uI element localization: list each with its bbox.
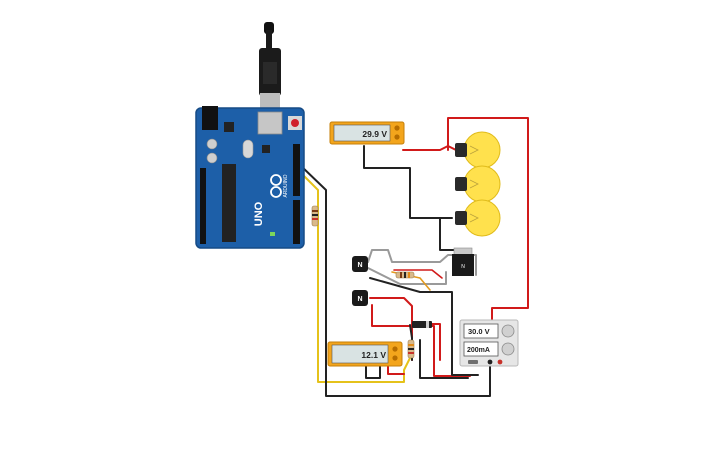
supply-switch[interactable] bbox=[468, 360, 478, 364]
meter-bottom-reading: 12.1 V bbox=[361, 350, 386, 360]
wire-black-q-supply bbox=[369, 277, 479, 376]
wire-red-diode bbox=[429, 323, 441, 361]
arduino-model-label: UNO bbox=[253, 201, 265, 226]
lamp-1[interactable] bbox=[455, 131, 501, 169]
transistor-q2-label: N bbox=[357, 296, 362, 303]
transistor-q2[interactable]: N bbox=[352, 290, 368, 306]
wire-red-loop-right bbox=[447, 117, 529, 361]
arduino-board[interactable]: ARDUINO UNO bbox=[195, 106, 305, 249]
meter-top-knob bbox=[394, 125, 400, 131]
wire-red-resistor bbox=[393, 269, 443, 279]
wire-black-bottom-meter bbox=[365, 365, 381, 379]
arduino-logo: ARDUINO bbox=[270, 174, 289, 198]
supply-voltage-reading: 30.0 V bbox=[468, 327, 490, 336]
meter-top-reading: 29.9 V bbox=[362, 129, 387, 139]
mosfet-label: N bbox=[461, 264, 465, 270]
wire-gray-1 bbox=[367, 249, 431, 263]
supply-terminal-pos bbox=[497, 359, 503, 365]
resistor-mid[interactable] bbox=[395, 271, 415, 279]
diode[interactable] bbox=[412, 321, 432, 328]
transistor-q1[interactable]: N bbox=[352, 256, 368, 272]
supply-current-display bbox=[463, 341, 499, 357]
meter-bottom-knob bbox=[392, 346, 398, 352]
microcontroller-chip bbox=[222, 164, 236, 242]
dc-jack bbox=[202, 106, 218, 130]
usb-port bbox=[257, 111, 283, 135]
supply-voltage-display bbox=[463, 323, 499, 339]
wire-gray-3 bbox=[367, 267, 447, 285]
supply-current-reading: 200mA bbox=[467, 347, 490, 354]
wire-red-q2-b bbox=[371, 304, 471, 377]
wire-black-arduino bbox=[299, 164, 491, 397]
multimeter-top[interactable]: 29.9 V bbox=[329, 121, 405, 145]
wire-black-to-supply bbox=[419, 339, 469, 379]
wire-gray-2 bbox=[429, 254, 477, 276]
wire-black-meter-lamp bbox=[363, 145, 453, 219]
supply-voltage-knob[interactable] bbox=[501, 324, 515, 338]
supply-current-knob[interactable] bbox=[501, 342, 515, 356]
arduino-brand-label: ARDUINO bbox=[283, 174, 289, 197]
wire-red-bottom-meter bbox=[387, 365, 405, 375]
power-supply[interactable]: 30.0 V 200mA bbox=[459, 319, 519, 367]
transistor-q1-label: N bbox=[357, 262, 362, 269]
wire-yellow-arduino bbox=[299, 171, 413, 383]
resistor-bottom[interactable] bbox=[407, 339, 415, 359]
supply-terminal-neg bbox=[487, 359, 493, 365]
wire-black-lamps-mosfet bbox=[439, 217, 461, 251]
resistor-arduino[interactable] bbox=[311, 205, 319, 227]
lamp-3[interactable] bbox=[455, 199, 501, 237]
lamp-2[interactable] bbox=[455, 165, 501, 203]
mosfet[interactable]: N bbox=[452, 247, 474, 276]
wire-red-meter-lamp bbox=[402, 145, 457, 151]
multimeter-bottom[interactable]: 12.1 V bbox=[327, 341, 403, 367]
